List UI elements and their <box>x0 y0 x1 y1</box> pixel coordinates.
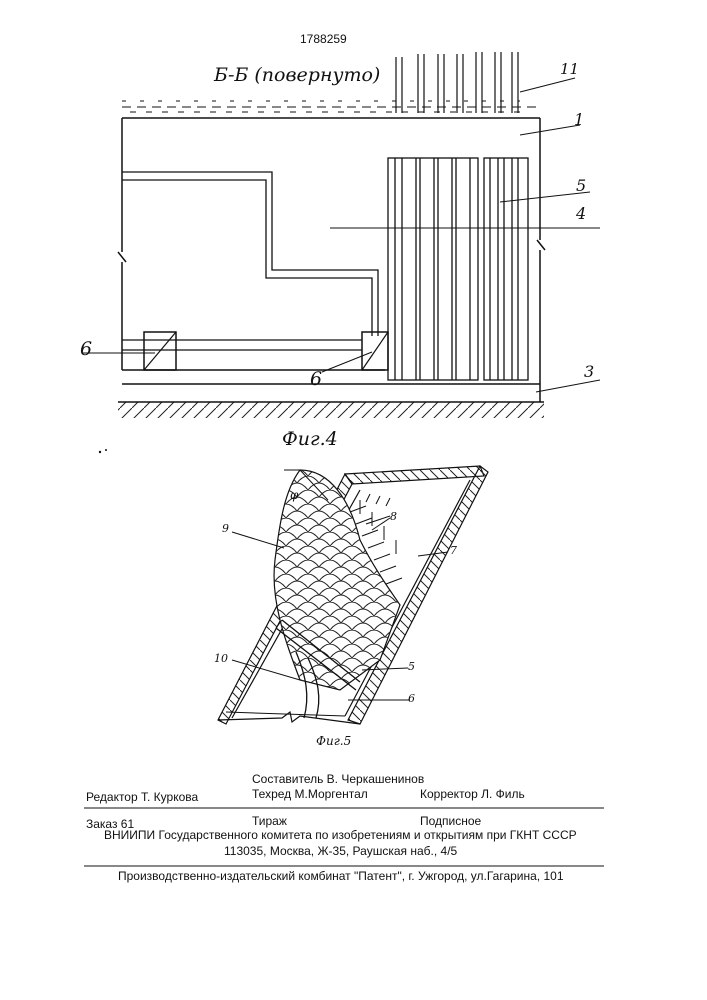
colophon-subscription: Подписное <box>420 814 481 828</box>
fig4-label-4: 4 <box>576 204 586 223</box>
fig4-caption: Фиг.4 <box>282 428 338 450</box>
scan-speck <box>99 451 101 453</box>
colophon-address: 113035, Москва, Ж-35, Раушская наб., 4/5 <box>224 844 457 858</box>
colophon-institute: ВНИИПИ Государственного комитета по изоб… <box>104 828 577 842</box>
fig5-label-10: 10 <box>214 652 228 665</box>
fig5-drawing <box>218 460 488 724</box>
colophon-techred: Техред М.Моргентал <box>252 787 368 801</box>
fig5-label-5: 5 <box>408 660 415 673</box>
fig4-leaders <box>82 78 600 392</box>
fig5-label-8: 8 <box>390 510 397 523</box>
colophon-corrector: Корректор Л. Филь <box>420 787 525 801</box>
colophon-compiler: Составитель В. Черкашенинов <box>252 772 424 786</box>
fig5-label-9: 9 <box>222 522 229 535</box>
fig4-label-11: 11 <box>560 60 579 78</box>
fig4-drawing <box>82 52 600 418</box>
fig4-label-5: 5 <box>576 176 586 195</box>
panel-block-right <box>484 158 528 380</box>
fig5-label-6: 6 <box>408 692 415 705</box>
fig4-label-3: 3 <box>584 362 594 381</box>
fig5-label-7: 7 <box>450 544 457 557</box>
fig5-caption: Фиг.5 <box>316 734 351 748</box>
colophon-circulation: Тираж <box>252 814 287 828</box>
patent-number: 1788259 <box>300 32 347 46</box>
water-surface <box>122 101 540 112</box>
fig4-section-label: Б-Б (повернуто) <box>214 64 380 86</box>
colophon-publisher: Производственно-издательский комбинат "П… <box>118 869 564 883</box>
fig4-label-1: 1 <box>574 110 584 129</box>
vertical-pipes <box>396 52 518 113</box>
fig4-label-6-left: 6 <box>80 338 92 360</box>
panel-block-left <box>388 158 478 380</box>
fig5-label-phi: φ <box>290 488 298 502</box>
colophon-editor: Редактор Т. Куркова <box>86 790 198 804</box>
scan-speck <box>105 449 107 451</box>
fig4-label-6-right: 6 <box>310 368 322 390</box>
